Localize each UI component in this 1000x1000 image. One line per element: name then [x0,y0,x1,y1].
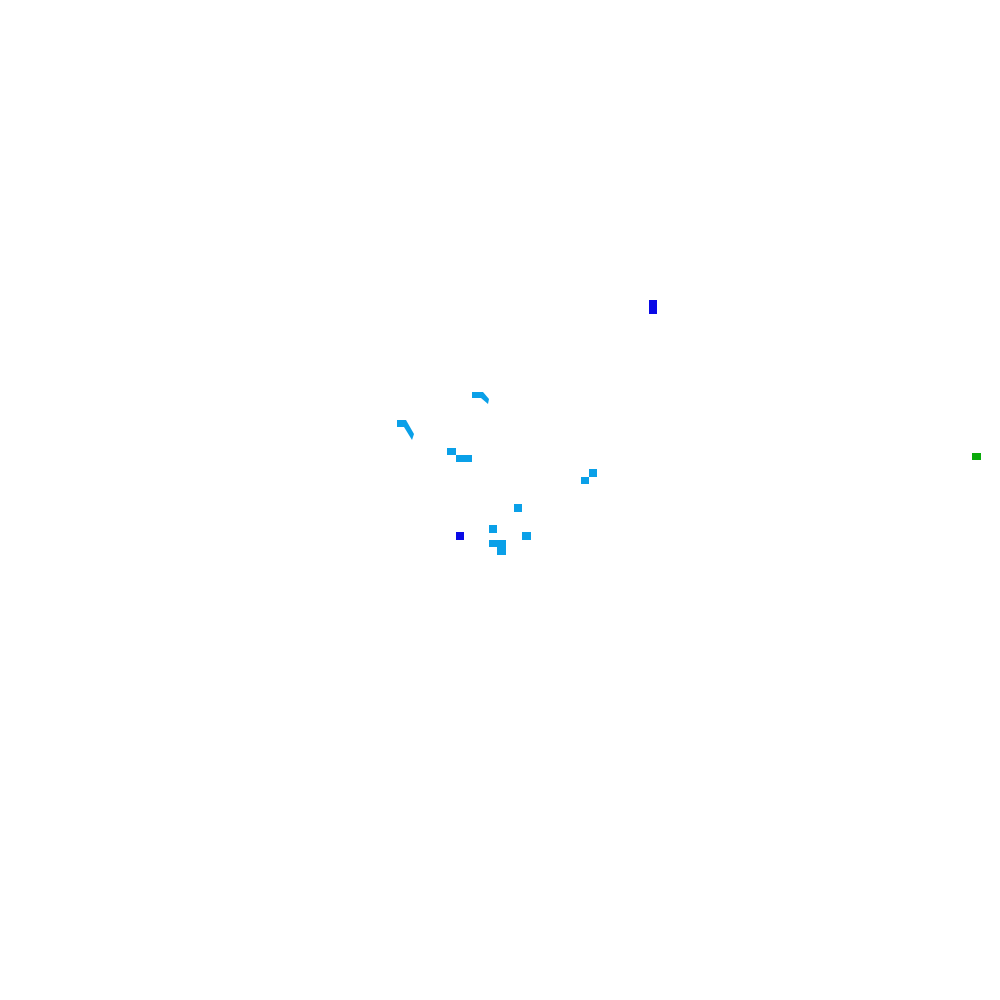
map-feature-patch-5 [514,504,522,512]
map-feature-patch-7 [522,532,531,540]
map-feature-patch-11 [649,300,657,314]
map-feature-patch-4 [581,469,597,484]
map-feature-patch-13 [972,453,981,460]
map-feature-patch-12 [456,532,464,540]
map-feature-patch-1 [472,392,489,404]
map-feature-patch-3 [447,448,472,462]
map-feature-patch-2 [397,420,414,440]
map-feature-patch-6 [489,525,497,533]
map-feature-patch-8 [489,540,506,555]
